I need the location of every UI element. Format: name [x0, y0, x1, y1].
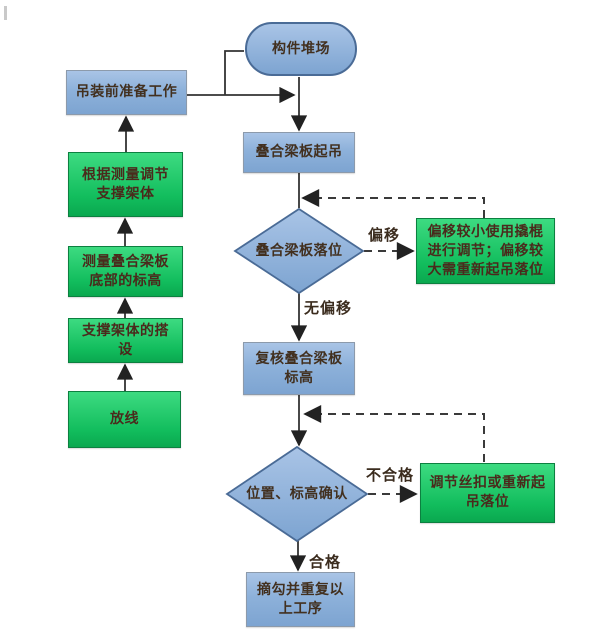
node-adjust-frame: 根据测量调节支撑架体 [68, 152, 183, 217]
node-erect-frame: 支撑架体的搭设 [68, 318, 183, 363]
node-measure-elevation-label: 测量叠合梁板底部的标高 [82, 253, 169, 289]
scan-artifact [4, 6, 7, 20]
node-unhook-label: 摘勾并重复以上工序 [257, 581, 344, 617]
edge-label-unqualified: 不合格 [366, 466, 415, 484]
node-confirm-decision-label: 位置、标高确认 [246, 485, 348, 502]
seat-decision-diamond [233, 207, 365, 295]
node-unhook: 摘勾并重复以上工序 [246, 572, 355, 627]
edge-prep-to-stockyard [224, 50, 244, 95]
node-seat-decision-label: 叠合梁板落位 [255, 242, 343, 259]
node-recheck-elevation: 复核叠合梁板标高 [243, 342, 355, 395]
edge-label-deviation: 偏移 [368, 226, 401, 244]
node-deviation-remedy-label: 偏移较小使用撬棍进行调节；偏移较大需重新起吊落位 [427, 223, 544, 278]
node-seat-decision: 叠合梁板落位 [235, 209, 363, 293]
edge-label-no-deviation: 无偏移 [304, 299, 353, 317]
node-adjust-frame-label: 根据测量调节支撑架体 [82, 166, 169, 202]
node-screw-remedy-label: 调节丝扣或重新起吊落位 [429, 475, 546, 510]
confirm-decision-diamond [225, 445, 369, 543]
node-stockyard: 构件堆场 [245, 22, 357, 76]
node-set-out-label: 放线 [110, 411, 139, 427]
node-erect-frame-label: 支撑架体的搭设 [82, 322, 169, 358]
edge-screw-feedback [303, 405, 485, 462]
edge-deviation-feedback [301, 189, 485, 218]
node-measure-elevation: 测量叠合梁板底部的标高 [68, 246, 183, 297]
node-confirm-decision: 位置、标高确认 [227, 447, 367, 541]
node-prep: 吊装前准备工作 [66, 70, 187, 115]
node-hoist: 叠合梁板起吊 [243, 132, 355, 173]
node-hoist-label: 叠合梁板起吊 [255, 144, 343, 160]
node-prep-label: 吊装前准备工作 [75, 84, 178, 100]
node-screw-remedy: 调节丝扣或重新起吊落位 [420, 463, 555, 523]
node-deviation-remedy: 偏移较小使用撬棍进行调节；偏移较大需重新起吊落位 [416, 218, 555, 284]
node-set-out: 放线 [68, 391, 181, 448]
node-stockyard-label: 构件堆场 [272, 40, 330, 57]
node-recheck-elevation-label: 复核叠合梁板标高 [255, 350, 343, 386]
edge-label-qualified: 合格 [309, 553, 342, 571]
